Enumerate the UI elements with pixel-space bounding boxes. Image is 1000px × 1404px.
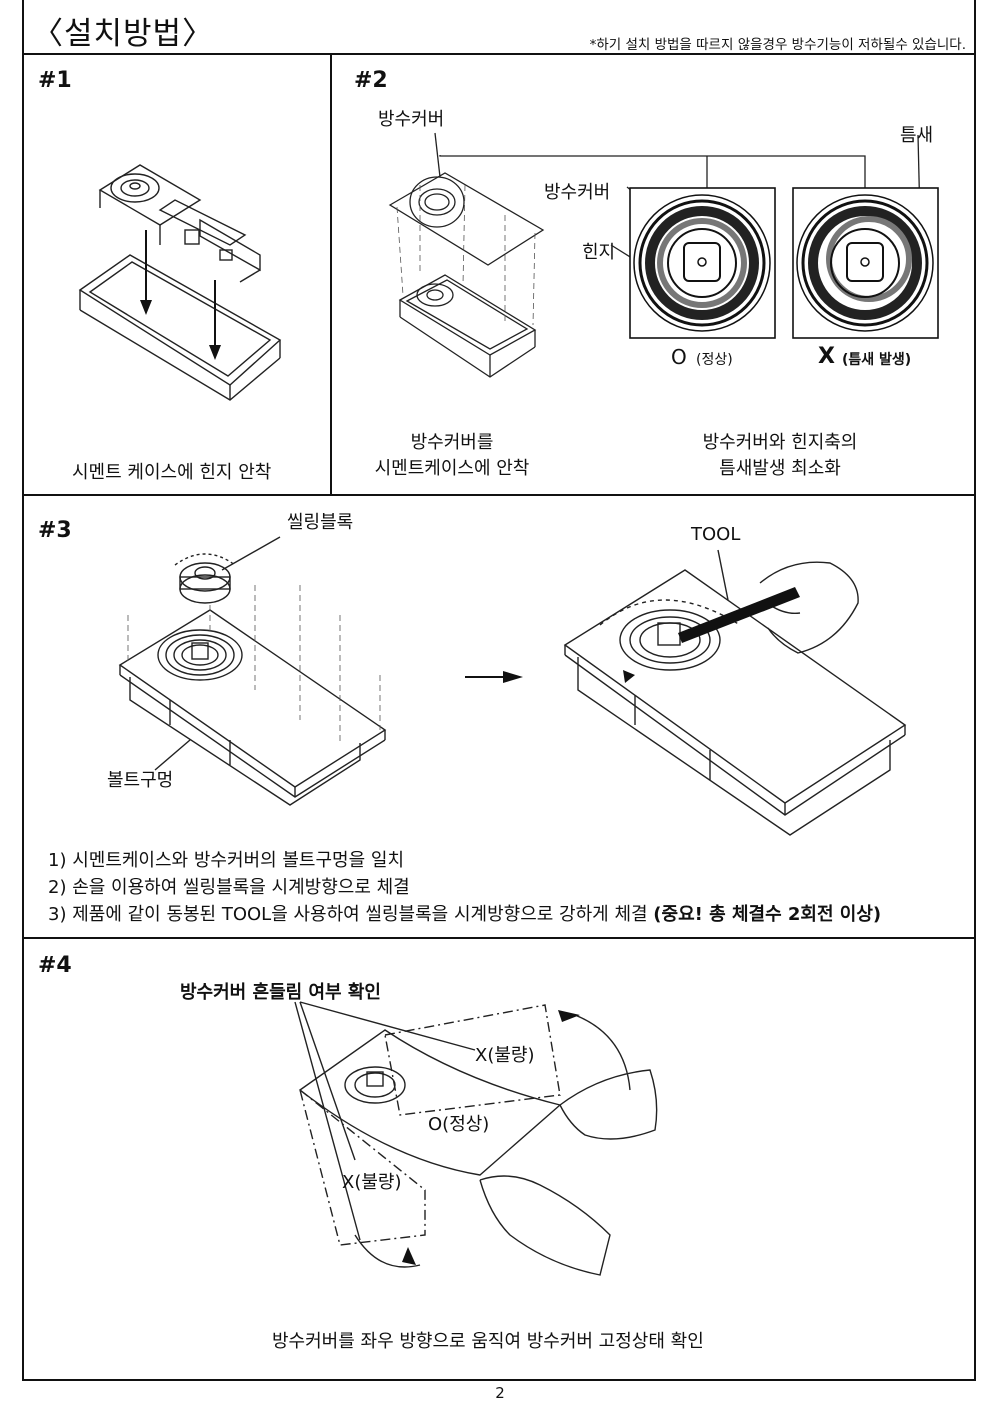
section2-caption-left-line1: 방수커버를 [410, 432, 494, 453]
section2-caption-left: 방수커버를 시멘트케이스에 안착 [352, 430, 552, 482]
label-bolt-hole: 볼트구멍 [107, 770, 174, 791]
step-3-emphasis: (중요! 총 체결수 2회전 이상) [653, 904, 882, 925]
bad-text: (틈새 발생) [842, 352, 912, 368]
step-3-text: 3) 제품에 같이 동봉된 TOOL을 사용하여 씰링블록을 시계방향으로 강하… [48, 904, 654, 925]
label-tool: TOOL [691, 524, 741, 545]
divider-section3 [22, 937, 976, 939]
label-waterproof-cover-top: 방수커버 [378, 109, 445, 130]
label-gap: 틈새 [900, 125, 934, 146]
step-3: 3) 제품에 같이 동봉된 TOOL을 사용하여 씰링블록을 시계방향으로 강하… [48, 901, 881, 928]
hinge-case-illustration [78, 164, 282, 401]
page-title: 〈설치방법〉 [32, 16, 215, 52]
section2-caption-right-line2: 틈새발생 최소화 [719, 458, 841, 479]
label-waterproof-cover: 방수커버 [544, 182, 611, 203]
divider-header [22, 53, 976, 55]
section2-caption-right-line1: 방수커버와 힌지축의 [702, 432, 858, 453]
step-2: 2) 손을 이용하여 씰링블록을 시계방향으로 체결 [48, 877, 410, 898]
section2-number: #2 [354, 68, 388, 93]
page-frame [22, 0, 976, 1381]
label-sealing-block: 씰링블록 [287, 512, 354, 533]
section4-heading: 방수커버 흔들림 여부 확인 [180, 982, 381, 1003]
section4-number: #4 [38, 953, 72, 978]
warning-note: *하기 설치 방법을 따르지 않을경우 방수기능이 저하될수 있습니다. [589, 37, 966, 53]
divider-section1-2 [330, 53, 332, 495]
section2-caption-left-line2: 시멘트케이스에 안착 [374, 458, 530, 479]
section1-number: #1 [38, 68, 72, 93]
label-ok: O(정상) [428, 1114, 490, 1135]
bad-mark: X [818, 344, 835, 369]
label-hinge: 힌지 [582, 242, 616, 263]
section2-caption-right: 방수커버와 힌지축의 틈새발생 최소화 [670, 430, 890, 482]
section3-number: #3 [38, 518, 72, 543]
ok-text: (정상) [696, 352, 733, 368]
label-bad-bottom: X(불량) [342, 1172, 402, 1193]
sealing-block-before-illustration [118, 536, 387, 806]
sealing-block-tool-illustration [563, 549, 907, 836]
label-bad-top: X(불량) [475, 1045, 535, 1066]
ok-mark: O [671, 345, 687, 369]
section1-caption: 시멘트 케이스에 힌지 안착 [72, 462, 272, 483]
step-1: 1) 시멘트케이스와 방수커버의 볼트구멍을 일치 [48, 850, 404, 871]
page-number: 2 [495, 1384, 505, 1402]
cover-exploded-illustration [388, 132, 939, 378]
cover-shake-illustration [294, 1001, 658, 1276]
section3-steps: 1) 시멘트케이스와 방수커버의 볼트구멍을 일치 2) 손을 이용하여 씰링블… [48, 847, 881, 928]
section4-caption: 방수커버를 좌우 방향으로 움직여 방수커버 고정상태 확인 [272, 1331, 704, 1352]
right-arrow-icon [465, 671, 523, 683]
divider-section2 [22, 494, 976, 496]
